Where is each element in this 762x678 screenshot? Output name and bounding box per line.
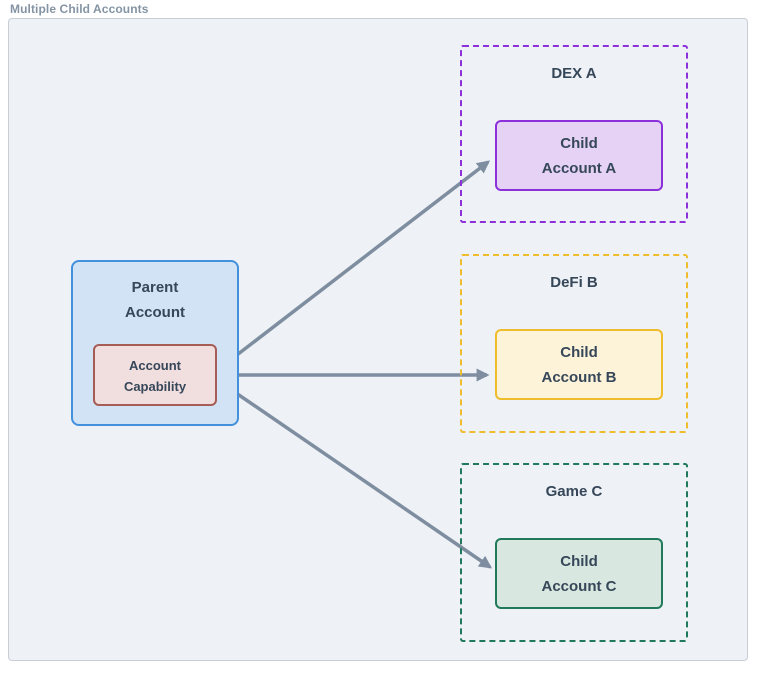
account-capability-node: Account Capability (93, 344, 217, 406)
child-account-c-label-line1: Child (560, 553, 598, 570)
child-account-a-node: Child Account A (495, 120, 663, 191)
parent-account-label-line1: Parent (131, 279, 179, 296)
account-capability-label-line2: Capability (123, 379, 187, 394)
child-account-b-node: Child Account B (495, 329, 663, 400)
group-defi-b: DeFi B Child Account B (460, 254, 688, 433)
group-dex-a: DEX A Child Account A (460, 45, 688, 223)
diagram-title: Multiple Child Accounts (10, 2, 149, 16)
group-game-c: Game C Child Account C (460, 463, 688, 642)
group-dex-a-label: DEX A (551, 65, 597, 82)
child-account-a-label-line2: Account A (541, 160, 617, 177)
child-account-b-label-line2: Account B (541, 369, 617, 386)
group-game-c-label: Game C (545, 483, 603, 500)
group-defi-b-label: DeFi B (550, 274, 598, 291)
arrow-to-child-c (219, 380, 493, 569)
diagram-canvas: Parent Account Account Capability DEX A … (8, 18, 748, 661)
child-account-a-label-line1: Child (560, 135, 598, 152)
arrow-to-child-a (218, 160, 491, 370)
child-account-c-label-line2: Account C (541, 578, 617, 595)
child-account-c-node: Child Account C (495, 538, 663, 609)
child-account-b-label-line1: Child (560, 344, 598, 361)
parent-account-label-line2: Account (125, 304, 185, 321)
account-capability-label-line1: Account (129, 358, 181, 373)
